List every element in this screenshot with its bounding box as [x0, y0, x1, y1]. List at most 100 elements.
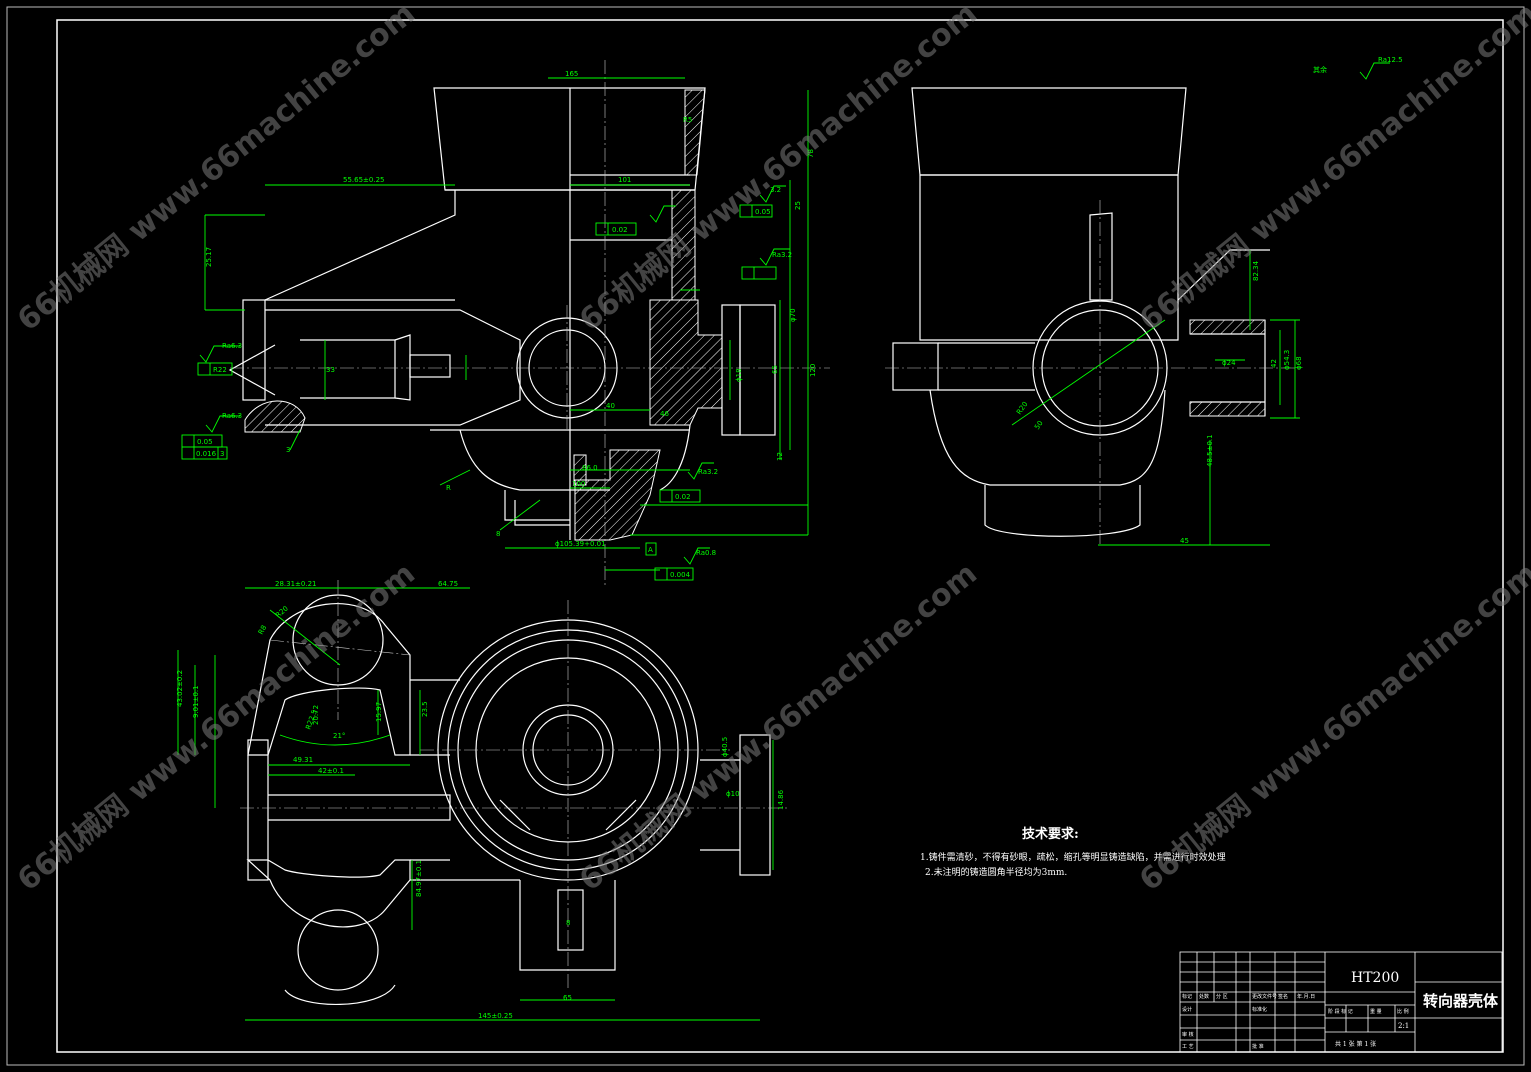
tech-req-item-1: 1.铸件需清砂，不得有砂眼，疏松，缩孔等明显铸造缺陷，并需进行时效处理 [920, 851, 1226, 863]
tb-label-design: 设计 [1182, 1006, 1192, 1013]
watermark-text: 66机械网 www.66machine.com [11, 0, 422, 338]
dim-text: R20 [274, 605, 290, 620]
dim-text: 0.004 [670, 571, 691, 579]
dim-text: 9.01±0.1 [192, 685, 200, 718]
tolerance-frames [181, 204, 777, 581]
dim-text: 145±0.25 [478, 1012, 513, 1020]
dim-text: R20 [1015, 400, 1029, 416]
dim-text: ϕ24 [1222, 359, 1236, 367]
dim-text: ϕ54.3 [1283, 350, 1291, 370]
material-text: HT200 [1351, 970, 1399, 986]
dim-text: 55.65±0.25 [343, 176, 385, 184]
dim-text: 45 [1180, 537, 1189, 545]
tb-label-zone: 分 区 [1216, 993, 1228, 1000]
tb-label-review: 审 核 [1182, 1031, 1194, 1038]
dim-text: 14.86 [777, 789, 785, 810]
dim-text: R22 [213, 366, 227, 374]
dim-text: 84.97±0.1 [415, 860, 423, 897]
dim-text: 78 [807, 149, 815, 158]
dim-text: 86.0 [582, 464, 598, 472]
watermark-text: 66机械网 www.66machine.com [1133, 556, 1531, 898]
tb-label-scale: 比 例 [1397, 1008, 1409, 1015]
dim-text: ϕ18 [735, 368, 743, 382]
dim-text: 0.05 [197, 438, 213, 446]
dim-text: Ra0.8 [696, 549, 716, 557]
roughness-value: Ra12.5 [1378, 56, 1403, 64]
dim-text: φ70 [789, 308, 797, 322]
front-section-view: 165 55.65±0.25 25.17 101 3.2 0.02 0.05 R… [181, 60, 1390, 585]
tb-label-process: 工 艺 [1182, 1044, 1194, 1050]
tb-label-mark: 标记 [1182, 993, 1192, 1000]
dim-text: 20.72 [312, 705, 320, 725]
tb-label-date: 年.月.日 [1297, 993, 1315, 1000]
tb-label-stage-mark: 阶 段 标 记 [1328, 1008, 1353, 1015]
watermarks: 66机械网 www.66machine.com 66机械网 www.66mach… [11, 0, 1531, 898]
dim-text: 3 [220, 450, 224, 458]
side-view: 82.34 ϕ68 ϕ24 R20 48.5±0.1 45 42 50 ϕ54.… [885, 56, 1403, 546]
dim-text: ϕ10 [726, 790, 740, 798]
dim-text: R [446, 484, 451, 492]
dim-text: 25 [794, 201, 802, 210]
dim-text: 33 [326, 366, 335, 374]
dim-text: 120 [809, 364, 817, 377]
tb-label-approve: 批 准 [1252, 1043, 1264, 1050]
watermark-text: 66机械网 www.66machine.com [11, 556, 422, 898]
dim-text: 46 [660, 410, 669, 418]
technical-requirements: 技术要求: 1.铸件需清砂，不得有砂眼，疏松，缩孔等明显铸造缺陷，并需进行时效处… [920, 826, 1226, 878]
dim-text: 28.31±0.21 [275, 580, 317, 588]
tb-label-standardize: 标准化 [1252, 1006, 1267, 1013]
dim-text: 8 [566, 919, 570, 927]
dim-text: 50 [1033, 419, 1045, 431]
sheet-text: 共 1 张 第 1 张 [1335, 1040, 1376, 1048]
dim-text: ϕ68 [1295, 356, 1303, 370]
watermark-text: 66机械网 www.66machine.com [573, 0, 984, 338]
dim-text: 21° [333, 732, 345, 740]
roughness-label: 其余 [1313, 65, 1327, 74]
dim-text: Ra3.2 [698, 468, 718, 476]
dim-text: 25.17 [205, 247, 213, 267]
dim-text: 40 [606, 402, 615, 410]
dim-text: 3.2 [770, 186, 781, 194]
dim-text: 15.97 [375, 702, 383, 722]
title-block: HT200 转向器壳体 2:1 共 1 张 第 1 张 标记 处数 分 区 更改… [1179, 951, 1503, 1053]
scale-text: 2:1 [1398, 1022, 1409, 1030]
dim-text: 8 [496, 530, 500, 538]
dim-text: 0.02 [612, 226, 628, 234]
inner-frame [56, 19, 1504, 1053]
tb-label-weight: 重 量 [1370, 1008, 1382, 1015]
dim-text: Ra6.3 [222, 342, 242, 350]
watermark-text: 66机械网 www.66machine.com [1133, 0, 1531, 338]
dim-text: 42±0.1 [318, 767, 344, 775]
watermark-text: 66机械网 www.66machine.com [573, 556, 984, 898]
plan-view: 28.31±0.21 64.75 R8 R20 20.72 15.97 21° … [176, 580, 790, 1021]
roughness-symbols [199, 62, 1390, 565]
dim-text: 0.05 [755, 208, 771, 216]
dim-text: 100 [572, 480, 585, 488]
dim-text: 23.5 [421, 701, 429, 717]
outer-frame [6, 6, 1525, 1066]
dim-text: 82.34 [1252, 260, 1260, 281]
tech-req-title: 技术要求: [1022, 826, 1079, 842]
dim-text: 0.02 [675, 493, 691, 501]
dim-text: 65 [771, 365, 779, 374]
dim-text: 43.02±0.2 [176, 670, 184, 707]
dim-text: 42 [1270, 359, 1278, 368]
dim-text: 48.5±0.1 [1206, 434, 1214, 467]
dim-text: 12 [776, 452, 784, 461]
dim-text: 64.75 [438, 580, 458, 588]
dim-text: ϕ40.5 [721, 737, 729, 757]
dim-text: 101 [618, 176, 631, 184]
dim-text: R5 [683, 116, 692, 124]
tb-label-sign: 签名 [1278, 993, 1288, 1000]
dim-text: R8 [257, 624, 269, 636]
dim-text: 49.31 [293, 756, 313, 764]
tech-req-item-2: 2.未注明的铸造圆角半径均为3mm. [925, 866, 1067, 878]
dim-text: Ra6.3 [222, 412, 242, 420]
part-name-text: 转向器壳体 [1423, 992, 1499, 1010]
dim-text: 165 [565, 70, 578, 78]
dim-text: Ra3.2 [772, 251, 792, 259]
tb-label-count: 处数 [1199, 993, 1209, 1000]
tb-label-change-doc: 更改文件号 [1252, 993, 1277, 1000]
dim-text: 3 [286, 446, 290, 454]
